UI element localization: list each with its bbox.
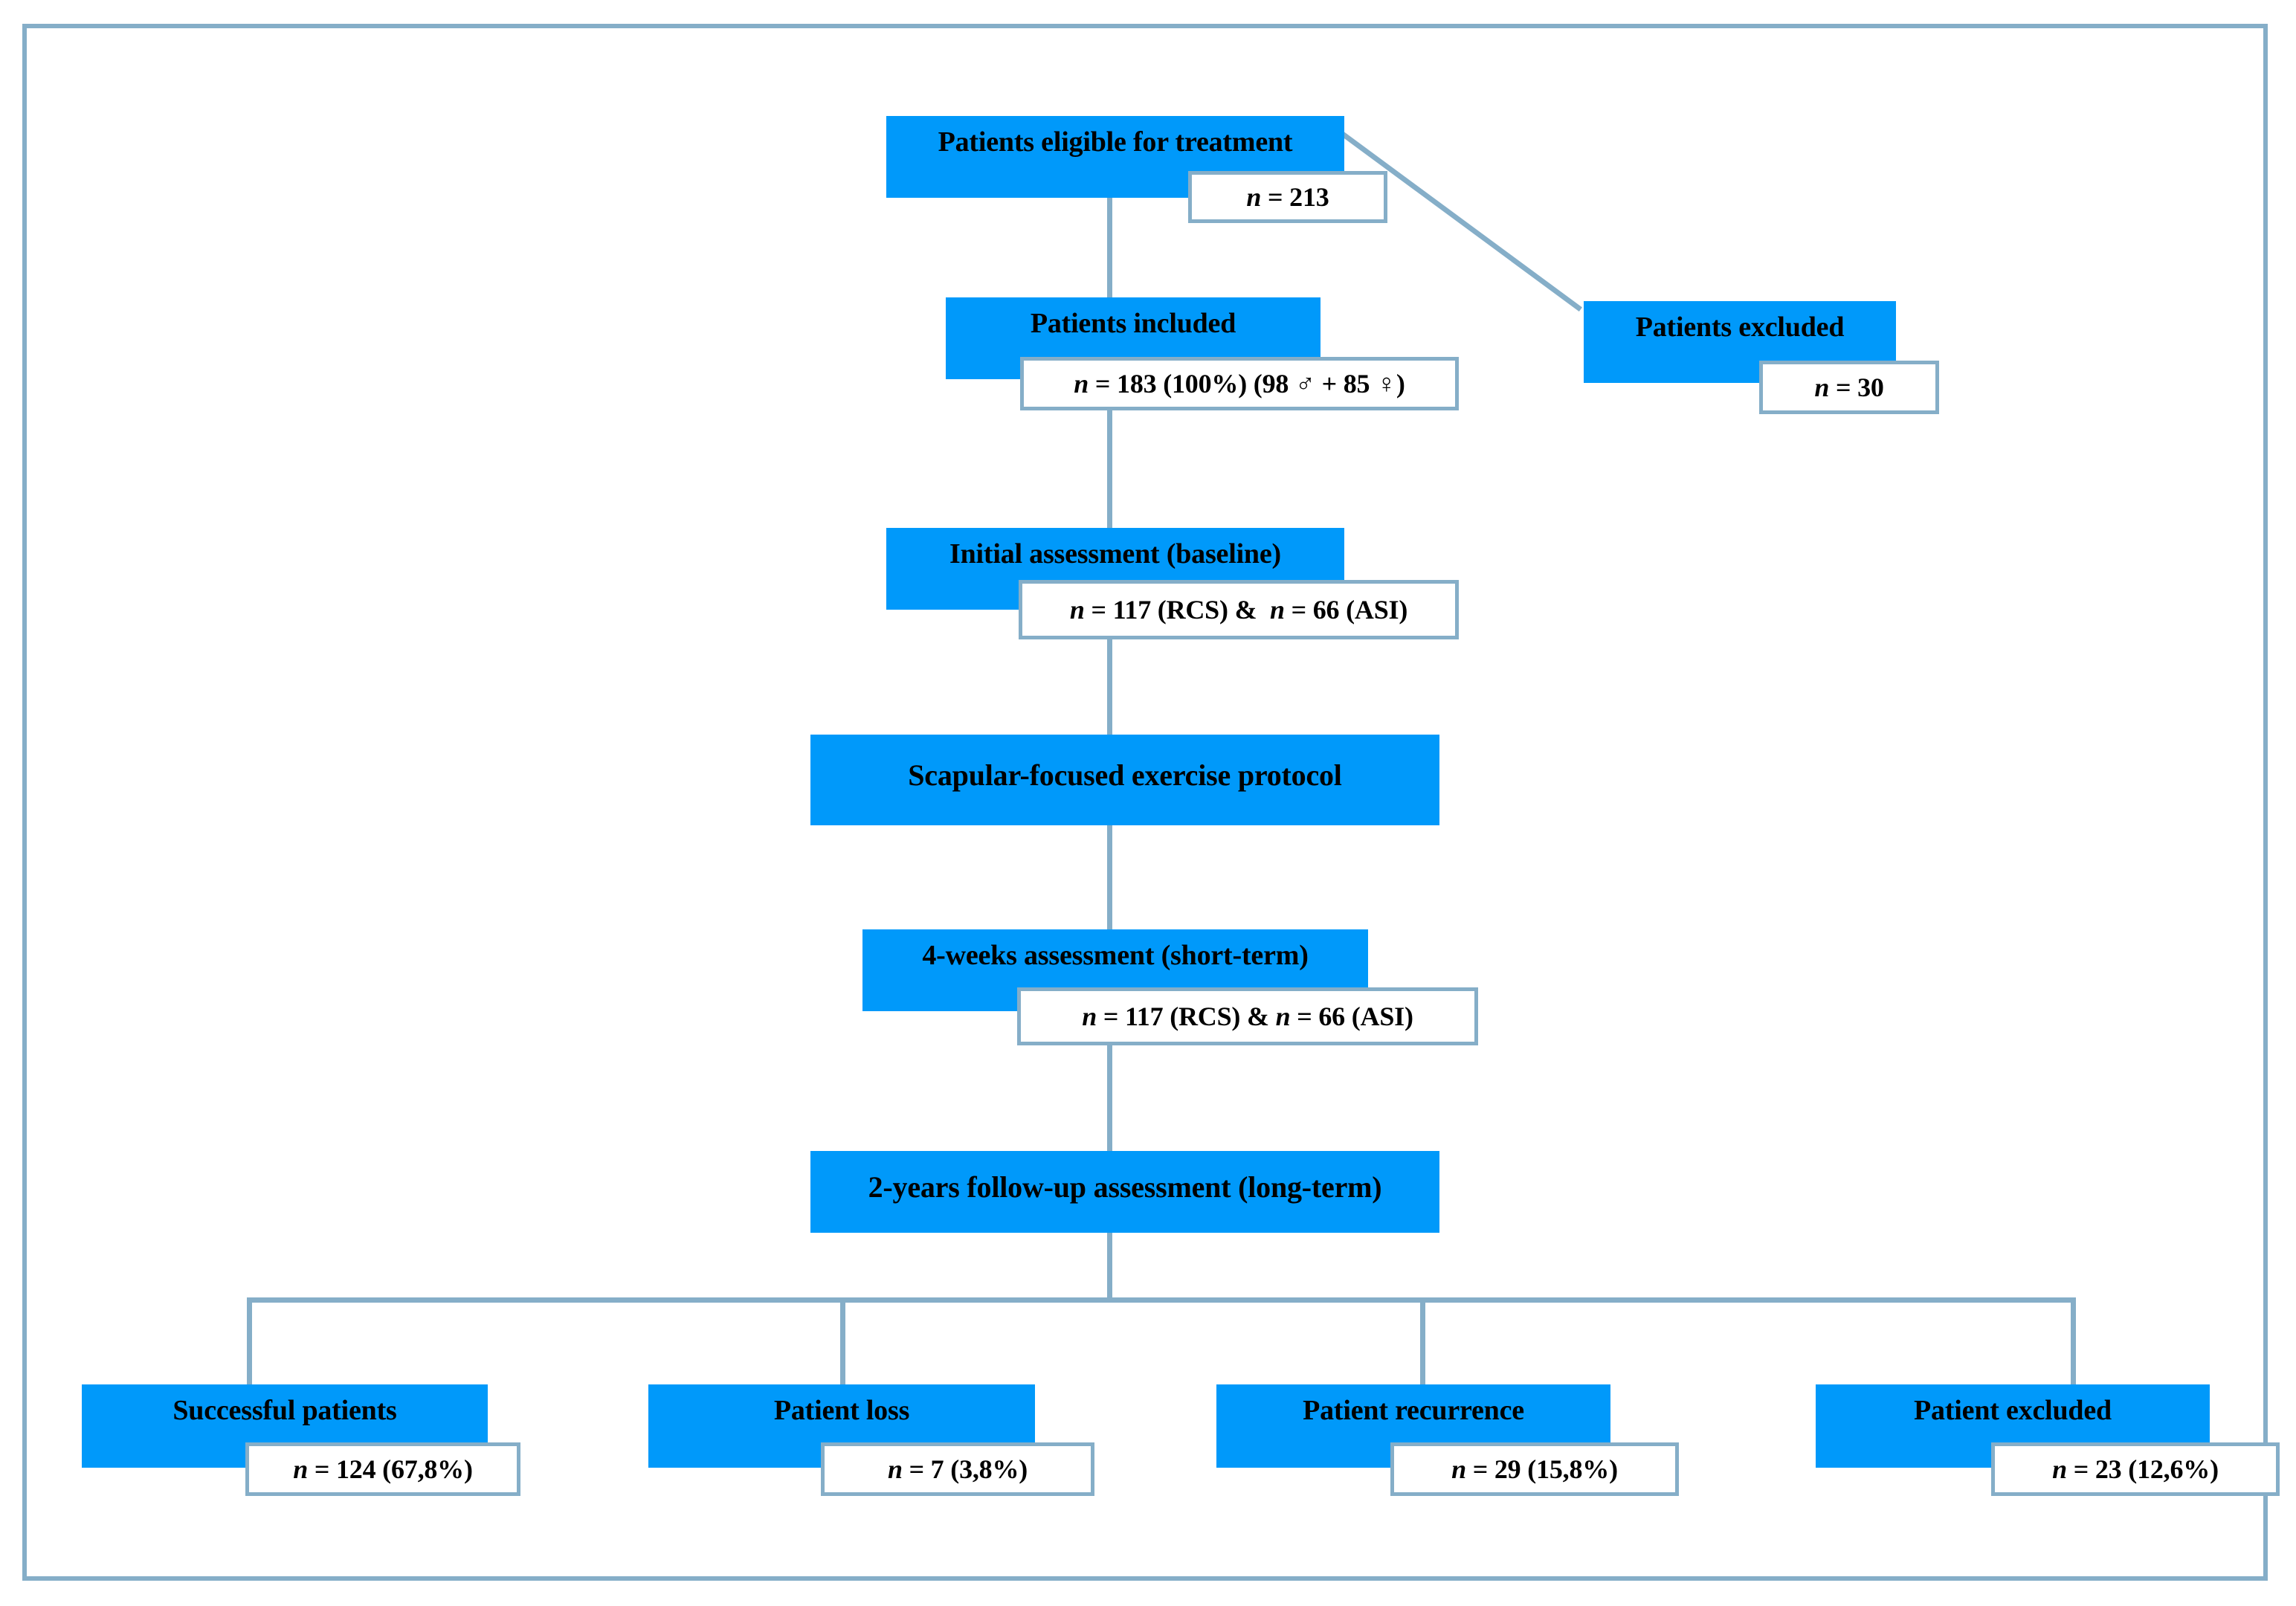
node-patients-excluded-top-count[interactable]: n = 30 — [1759, 361, 1939, 414]
node-patients-included-label: Patients included — [1030, 308, 1236, 339]
connector-eligible-to-included — [1107, 132, 1112, 311]
node-patients-eligible-count[interactable]: n = 213 — [1188, 171, 1387, 223]
node-exercise-protocol-label: Scapular-focused exercise protocol — [908, 758, 1342, 792]
node-patients-eligible-count-label: n = 213 — [1246, 182, 1329, 212]
connector-bus-to-recurrence — [1420, 1297, 1425, 1387]
node-patients-eligible-label: Patients eligible for treatment — [938, 126, 1293, 158]
node-4weeks-assessment-count-label: n = 117 (RCS) & n = 66 (ASI) — [1082, 1002, 1413, 1031]
node-patients-excluded-top-count-label: n = 30 — [1814, 373, 1884, 402]
node-patient-loss-label: Patient loss — [773, 1395, 910, 1426]
node-2years-followup-label: 2-years follow-up assessment (long-term) — [868, 1170, 1382, 1204]
connector-bus-to-success — [247, 1297, 252, 1387]
node-patient-loss-count-label: n = 7 (3,8%) — [887, 1454, 1028, 1484]
node-patient-recurrence-label: Patient recurrence — [1303, 1395, 1524, 1426]
node-initial-assessment-count-label: n = 117 (RCS) & n = 66 (ASI) — [1069, 595, 1408, 625]
connector-included-to-baseline — [1107, 311, 1112, 534]
node-exercise-protocol[interactable]: Scapular-focused exercise protocol — [810, 735, 1439, 825]
node-patients-included-count[interactable]: n = 183 (100%) (98 ♂ + 85 ♀) — [1020, 357, 1459, 410]
node-initial-assessment-label: Initial assessment (baseline) — [949, 538, 1281, 570]
node-patients-included-count-label: n = 183 (100%) (98 ♂ + 85 ♀) — [1074, 369, 1405, 399]
node-patient-loss-count[interactable]: n = 7 (3,8%) — [821, 1442, 1094, 1496]
connector-outcome-bus — [247, 1297, 2076, 1303]
node-patient-recurrence-count-label: n = 29 (15,8%) — [1451, 1454, 1618, 1484]
connector-longterm-to-bus — [1107, 1231, 1112, 1301]
connector-shortterm-to-longterm — [1107, 941, 1112, 1152]
node-patient-excluded-bottom-label: Patient excluded — [1914, 1395, 2112, 1426]
node-patient-excluded-bottom-count[interactable]: n = 23 (12,6%) — [1991, 1442, 2280, 1496]
node-patient-excluded-bottom-count-label: n = 23 (12,6%) — [2052, 1454, 2219, 1484]
connector-bus-to-loss — [840, 1297, 845, 1387]
node-successful-patients-label: Successful patients — [172, 1395, 397, 1426]
node-patients-excluded-top-label: Patients excluded — [1635, 312, 1845, 343]
connector-protocol-to-shortterm — [1107, 825, 1112, 941]
node-initial-assessment-count[interactable]: n = 117 (RCS) & n = 66 (ASI) — [1019, 580, 1459, 639]
node-4weeks-assessment-count[interactable]: n = 117 (RCS) & n = 66 (ASI) — [1017, 987, 1478, 1045]
node-4weeks-assessment-label: 4-weeks assessment (short-term) — [922, 940, 1309, 971]
node-successful-patients-count[interactable]: n = 124 (67,8%) — [245, 1442, 520, 1496]
connector-bus-to-excluded — [2071, 1297, 2076, 1387]
node-patient-recurrence-count[interactable]: n = 29 (15,8%) — [1390, 1442, 1679, 1496]
node-2years-followup[interactable]: 2-years follow-up assessment (long-term) — [810, 1151, 1439, 1233]
node-successful-patients-count-label: n = 124 (67,8%) — [293, 1454, 473, 1484]
